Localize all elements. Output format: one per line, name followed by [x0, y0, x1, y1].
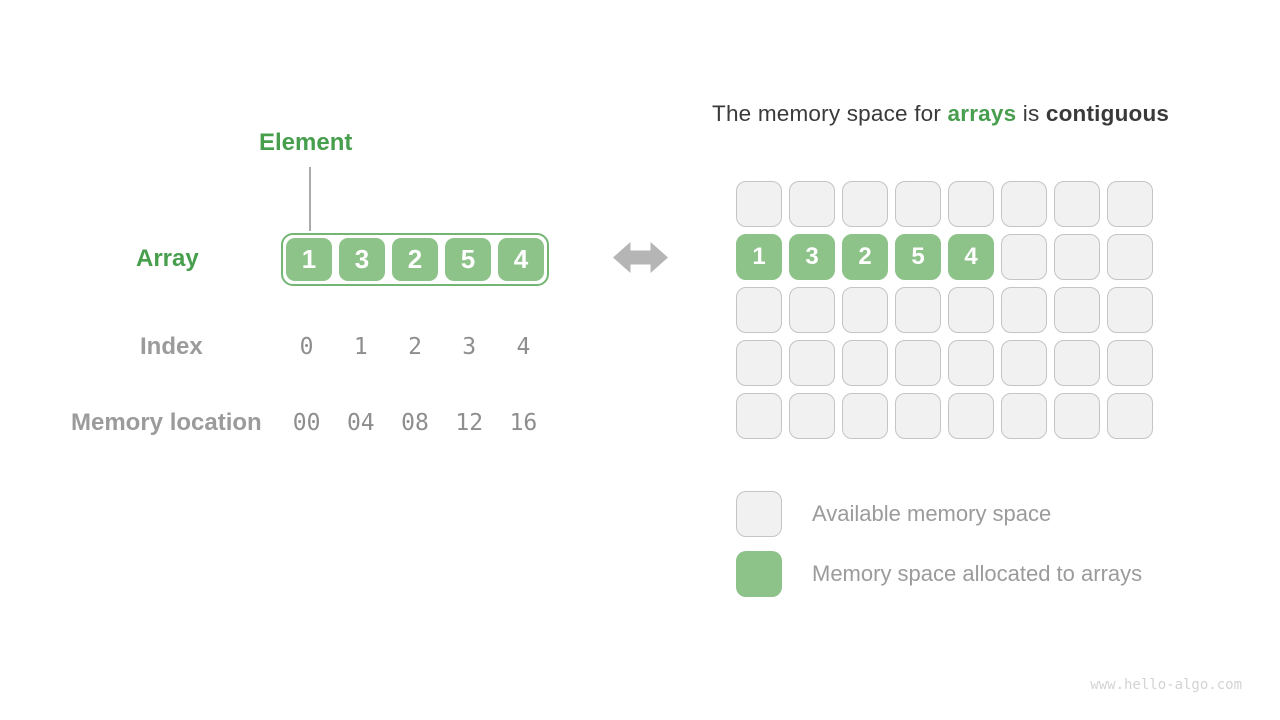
legend-label-allocated: Memory space allocated to arrays — [812, 561, 1143, 586]
available-memory-cell — [1107, 340, 1153, 386]
allocated-memory-cell: 3 — [789, 234, 835, 280]
available-memory-cell — [948, 340, 994, 386]
array-cell: 4 — [498, 238, 544, 281]
memory-location-value: 16 — [509, 410, 538, 436]
double-arrow-shape — [613, 242, 668, 273]
available-memory-cell — [895, 287, 941, 333]
title-part1: The memory space for — [712, 101, 948, 126]
available-memory-cell — [842, 181, 888, 227]
memory-location-value: 12 — [455, 410, 484, 436]
available-memory-cell — [895, 340, 941, 386]
available-memory-cell — [789, 181, 835, 227]
array-cell: 5 — [445, 238, 491, 281]
available-memory-cell — [736, 287, 782, 333]
available-memory-cell — [1001, 340, 1047, 386]
title-highlight-arrays: arrays — [947, 101, 1017, 126]
available-memory-cell — [789, 287, 835, 333]
allocated-memory-cell: 5 — [895, 234, 941, 280]
available-memory-cell — [1107, 234, 1153, 280]
available-memory-cell — [1001, 287, 1047, 333]
available-memory-cell — [1107, 393, 1153, 439]
available-memory-cell — [1107, 287, 1153, 333]
array-label: Array — [136, 245, 199, 272]
available-memory-cell — [1107, 181, 1153, 227]
available-memory-cell — [736, 340, 782, 386]
available-memory-swatch — [736, 491, 782, 537]
available-memory-cell — [1054, 340, 1100, 386]
allocated-memory-cell: 2 — [842, 234, 888, 280]
array-cell: 2 — [392, 238, 438, 281]
available-memory-cell — [736, 181, 782, 227]
memory-location-value: 04 — [346, 410, 375, 436]
memory-location-value: 00 — [292, 410, 321, 436]
available-memory-cell — [948, 393, 994, 439]
available-memory-cell — [895, 393, 941, 439]
allocated-memory-cell: 4 — [948, 234, 994, 280]
element-connector-line — [309, 167, 311, 231]
legend-row-available: Available memory space — [736, 491, 1142, 537]
element-label: Element — [259, 129, 353, 156]
available-memory-cell — [948, 181, 994, 227]
available-memory-cell — [1001, 181, 1047, 227]
available-memory-cell — [1001, 234, 1047, 280]
available-memory-cell — [842, 340, 888, 386]
available-memory-cell — [789, 393, 835, 439]
index-row: 0 1 2 3 4 — [283, 334, 547, 360]
memory-title: The memory space for arrays is contiguou… — [712, 101, 1169, 127]
available-memory-cell — [842, 393, 888, 439]
available-memory-cell — [1001, 393, 1047, 439]
double-arrow-icon — [613, 242, 668, 273]
watermark: www.hello-algo.com — [1090, 677, 1242, 693]
available-memory-cell — [1054, 234, 1100, 280]
memory-location-label: Memory location — [71, 409, 262, 436]
available-memory-cell — [1054, 287, 1100, 333]
array-cell: 1 — [286, 238, 332, 281]
allocated-memory-cell: 1 — [736, 234, 782, 280]
available-memory-cell — [789, 340, 835, 386]
memory-location-value: 08 — [401, 410, 429, 436]
legend: Available memory space Memory space allo… — [736, 491, 1142, 611]
title-bold-contiguous: contiguous — [1045, 101, 1170, 126]
index-value: 1 — [353, 334, 368, 360]
index-value: 3 — [462, 334, 477, 360]
legend-label-available: Available memory space — [812, 501, 1052, 526]
available-memory-cell — [895, 181, 941, 227]
index-value: 4 — [516, 334, 531, 360]
index-value: 2 — [408, 334, 422, 360]
available-memory-cell — [842, 287, 888, 333]
allocated-memory-swatch — [736, 551, 782, 597]
title-part2: is — [1016, 101, 1046, 126]
array-cell: 3 — [339, 238, 385, 281]
index-value: 0 — [299, 334, 314, 360]
legend-row-allocated: Memory space allocated to arrays — [736, 551, 1142, 597]
available-memory-cell — [736, 393, 782, 439]
index-label: Index — [140, 333, 203, 360]
available-memory-cell — [948, 287, 994, 333]
available-memory-cell — [1054, 393, 1100, 439]
available-memory-cell — [1054, 181, 1100, 227]
memory-location-row: 00 04 08 12 16 — [283, 410, 547, 436]
